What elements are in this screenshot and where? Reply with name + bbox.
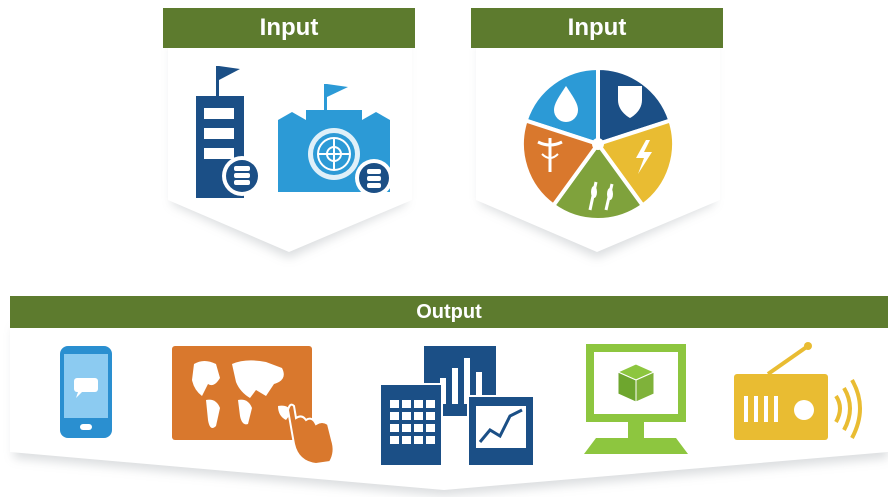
tablet-world-map-touch-icon [172, 346, 335, 466]
input-right-header: Input [471, 8, 723, 48]
input-panel-left: Input [160, 8, 418, 270]
sector-pie-icon [520, 65, 676, 223]
input-panel-right: Input [468, 8, 726, 270]
output-header: Output [10, 296, 888, 328]
agriculture-wheat-slice-icon [550, 140, 646, 223]
input-left-header: Input [163, 8, 415, 48]
building-flag-database-icon [196, 66, 262, 198]
un-building-flag-database-icon [278, 84, 393, 197]
radio-broadcast-icon [734, 342, 862, 440]
output-panel: Output [0, 292, 888, 497]
mobile-phone-chat-icon [60, 346, 112, 438]
documents-charts-icon [379, 346, 535, 467]
energy-bolt-slice-icon [594, 117, 676, 209]
computer-3d-cube-icon [584, 344, 688, 454]
